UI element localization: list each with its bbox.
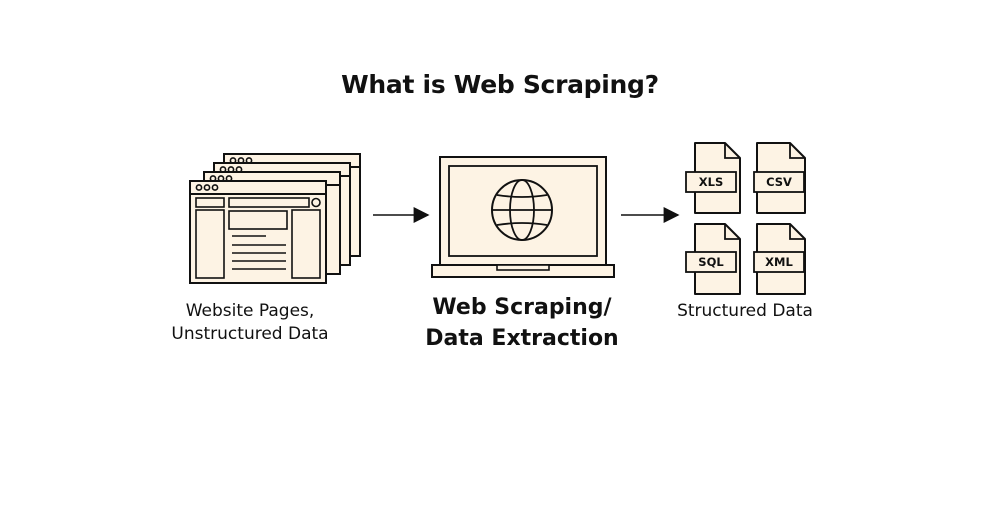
file-label-csv: CSV xyxy=(766,175,792,189)
website-pages-caption-line-2: Unstructured Data xyxy=(171,323,329,344)
web-scraping-caption-line-2: Data Extraction xyxy=(425,325,619,351)
file-label-sql: SQL xyxy=(698,255,724,269)
website-pages-caption-line-1: Website Pages, xyxy=(185,301,315,321)
file-label-xml: XML xyxy=(765,255,793,269)
file-label-xls: XLS xyxy=(699,175,723,189)
file-xml-icon: XML xyxy=(753,223,806,295)
laptop-globe-icon xyxy=(431,156,615,278)
browser-front-window xyxy=(189,180,327,284)
diagram-title: What is Web Scraping? xyxy=(341,70,659,99)
web-scraping-caption-line-1: Web Scraping/ xyxy=(432,295,612,320)
file-xls-icon: XLS xyxy=(685,142,741,214)
file-sql-icon: SQL xyxy=(685,223,741,295)
file-csv-icon: CSV xyxy=(753,142,806,214)
website-pages-caption: Website Pages, Unstructured Data xyxy=(150,300,350,346)
structured-data-caption: Structured Data xyxy=(677,301,813,321)
globe-icon xyxy=(491,179,553,241)
browser-windows-stack-icon xyxy=(189,153,361,284)
web-scraping-caption: Web Scraping/ Data Extraction xyxy=(372,293,672,355)
